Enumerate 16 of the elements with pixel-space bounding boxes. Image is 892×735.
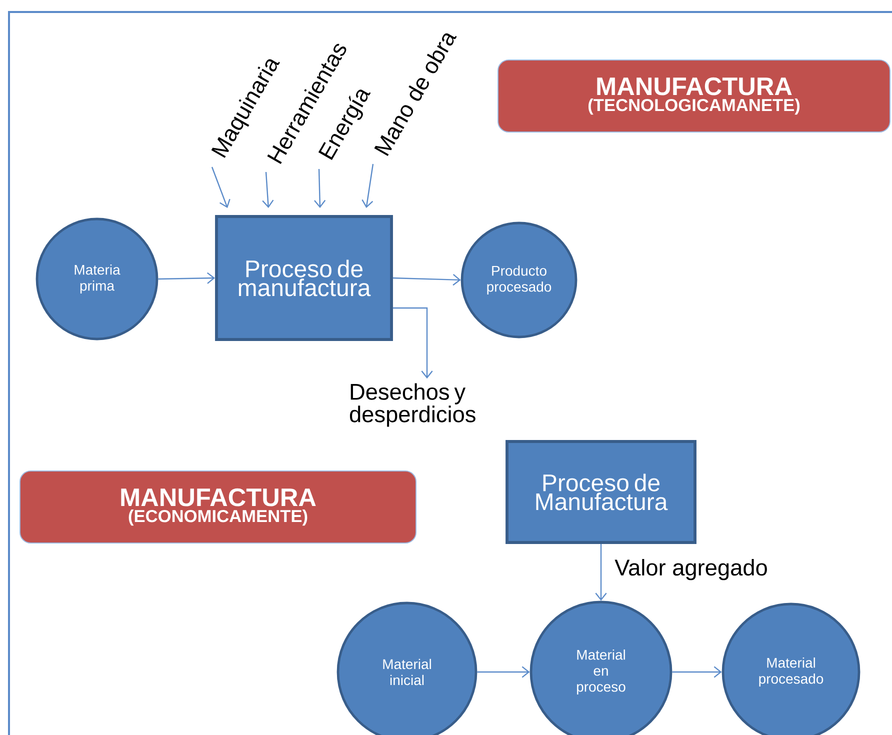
arrow: [672, 666, 722, 678]
arrow: [211, 166, 230, 208]
edge-label: Valor agregado: [613, 558, 770, 582]
title-banner: MANUFACTURA (ECONOMICAMENTE): [20, 470, 416, 544]
arrow: [262, 172, 274, 208]
arrow: [595, 544, 607, 601]
arrow: [392, 307, 433, 379]
arrow: [314, 168, 326, 208]
process-box: Proceso de Manufactura: [506, 440, 696, 544]
arrow: [158, 272, 216, 284]
arrow: [362, 164, 374, 208]
arrow: [477, 666, 530, 678]
title-banner: MANUFACTURA (TECNOLOGICAMANETE): [498, 60, 891, 132]
output-label: Desechos y desperdicios: [350, 383, 476, 427]
process-box: Proceso de manufactura: [215, 215, 393, 341]
arrow: [392, 274, 461, 286]
